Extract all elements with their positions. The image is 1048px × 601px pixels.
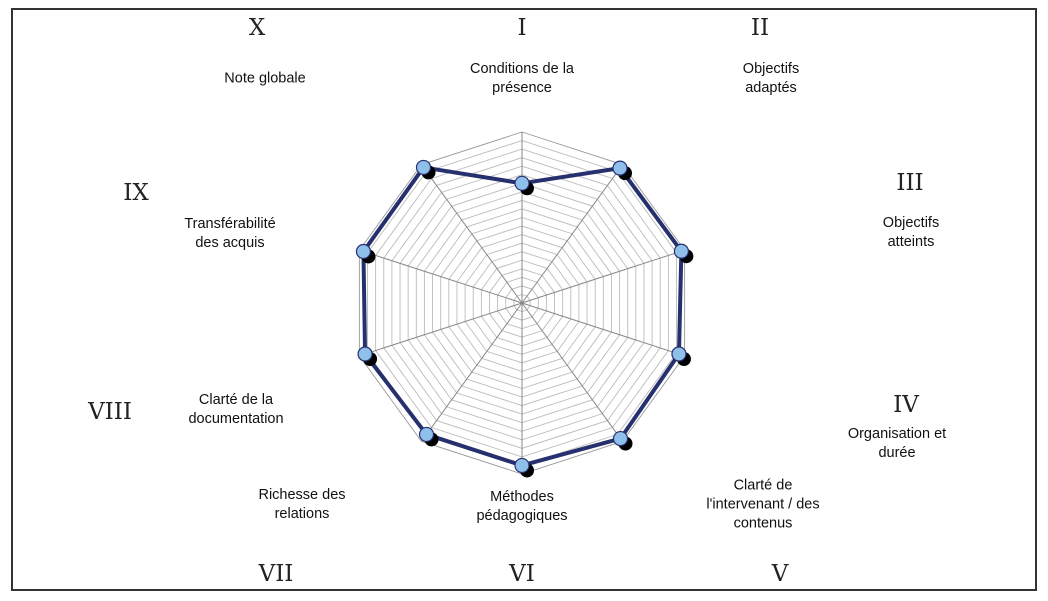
data-point [671, 346, 687, 362]
axis-numeral: VI [509, 561, 535, 587]
axis-spoke [359, 302, 523, 357]
data-point [514, 457, 530, 474]
axis-numeral: V [771, 561, 789, 587]
axis-numeral: IX [123, 180, 149, 206]
data-point [357, 346, 373, 362]
axis-label: Transférabilité des acquis [184, 216, 276, 251]
axis-label: Méthodes pédagogiques [476, 489, 568, 524]
axis-spoke [521, 302, 685, 357]
data-point [418, 426, 435, 443]
data-point [612, 160, 628, 176]
data-point [514, 175, 530, 191]
data-point [673, 243, 689, 259]
axis-label: Objectifs atteints [882, 215, 940, 250]
axis-spoke [421, 164, 523, 304]
axis-spoke [421, 302, 523, 442]
axis-numeral: I [517, 15, 527, 41]
axis-numeral: VIII [88, 399, 132, 425]
axis-label: Conditions de la présence [470, 61, 574, 96]
axis-numeral: X [248, 15, 266, 41]
axis-numeral: II [750, 15, 770, 41]
axis-label: Clarté de l'intervenant / des contenus [706, 477, 820, 532]
chart-frame [11, 8, 1037, 591]
axis-label: Organisation et durée [847, 426, 947, 461]
axis-spoke [359, 249, 523, 304]
axis-numeral: IV [893, 392, 919, 418]
axis-spoke [521, 164, 623, 304]
data-point [415, 159, 432, 176]
data-point [355, 243, 372, 260]
axis-label: Clarté de la documentation [188, 392, 284, 427]
data-point [612, 430, 629, 447]
axis-label: Objectifs adaptés [742, 61, 800, 96]
axis-label: Note globale [224, 70, 306, 87]
axis-label: Richesse des relations [258, 487, 346, 522]
axis-numeral: VII [258, 561, 294, 587]
axis-spoke [521, 302, 623, 442]
axis-spoke [521, 249, 685, 304]
axis-numeral: III [896, 170, 924, 196]
